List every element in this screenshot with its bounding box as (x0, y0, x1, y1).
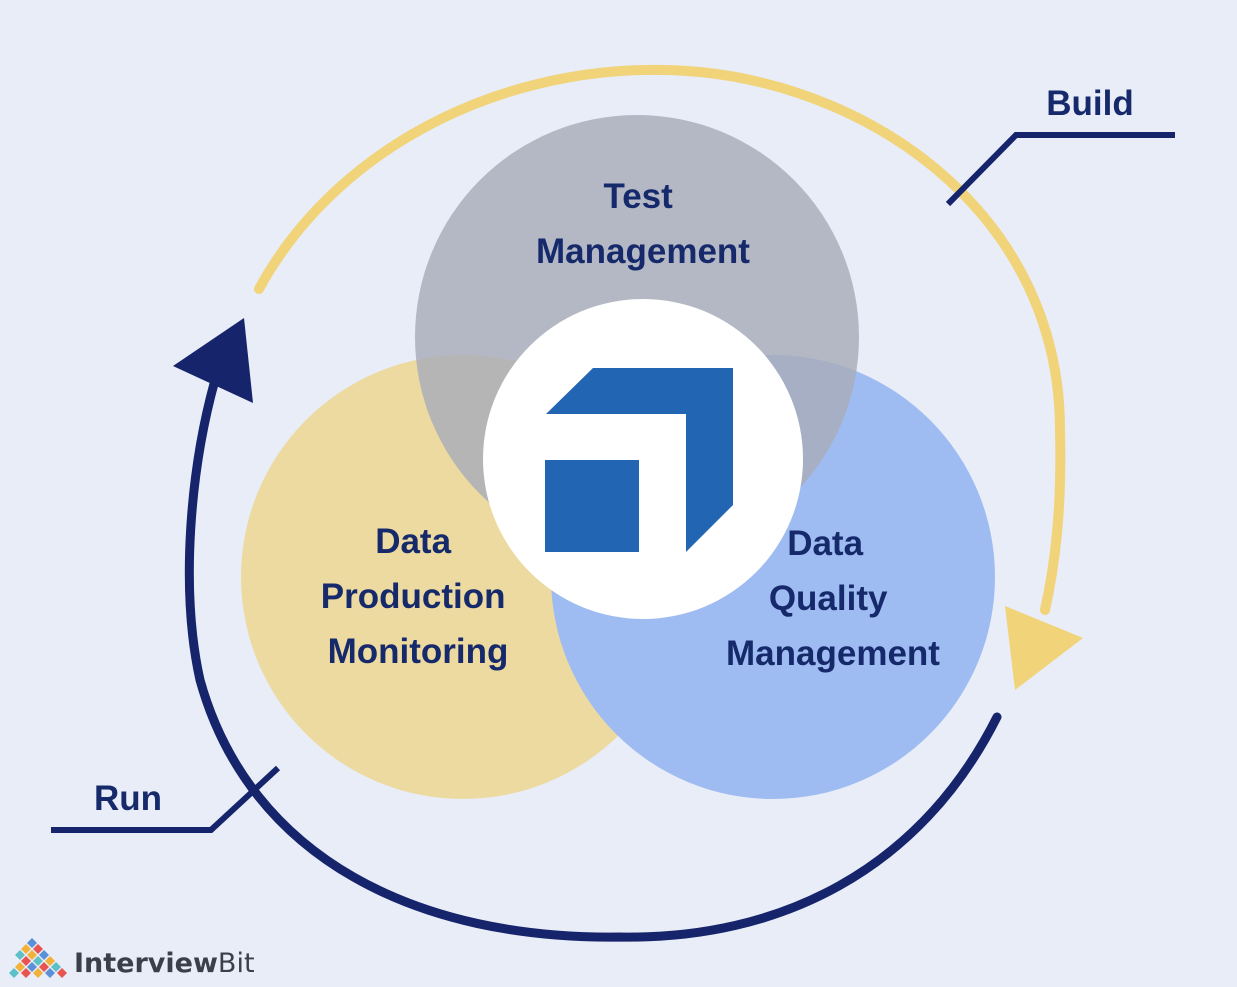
production-label-line-3: Monitoring (328, 632, 509, 671)
interviewbit-watermark: InterviewBit (9, 938, 255, 979)
interviewbit-wordmark: InterviewBit (74, 948, 255, 979)
run-arrowhead (173, 318, 253, 403)
run-cycle: Run (51, 318, 1002, 942)
data-quality-management-label: Data Quality Management (726, 524, 940, 673)
build-arc (254, 64, 1066, 615)
test-management-label: Test Management (536, 177, 750, 271)
production-label-line-2: Production (321, 577, 506, 616)
run-label: Run (94, 779, 162, 818)
wordmark-bit: Bit (218, 948, 255, 979)
quality-label-line-2: Quality (769, 579, 888, 618)
quality-label-line-1: Data (787, 524, 863, 563)
test-label-line-1: Test (603, 177, 673, 216)
run-arc (184, 375, 1002, 942)
production-label-line-1: Data (375, 522, 451, 561)
build-leader-line (945, 132, 1175, 207)
run-leader-line (51, 765, 281, 833)
interviewbit-logo-icon (9, 938, 67, 978)
build-label: Build (1046, 84, 1133, 123)
quality-label-line-3: Management (726, 634, 940, 673)
logo-square-shape (545, 460, 639, 552)
build-cycle: Build (254, 64, 1175, 690)
logo-chevron-shape (546, 368, 733, 552)
build-arrowhead (1005, 606, 1083, 690)
center-logo-circle (483, 299, 803, 619)
center-logo (483, 299, 803, 619)
test-label-line-2: Management (536, 232, 750, 271)
data-production-monitoring-label: Data Production Monitoring (321, 522, 515, 671)
wordmark-interview: Interview (74, 948, 218, 979)
